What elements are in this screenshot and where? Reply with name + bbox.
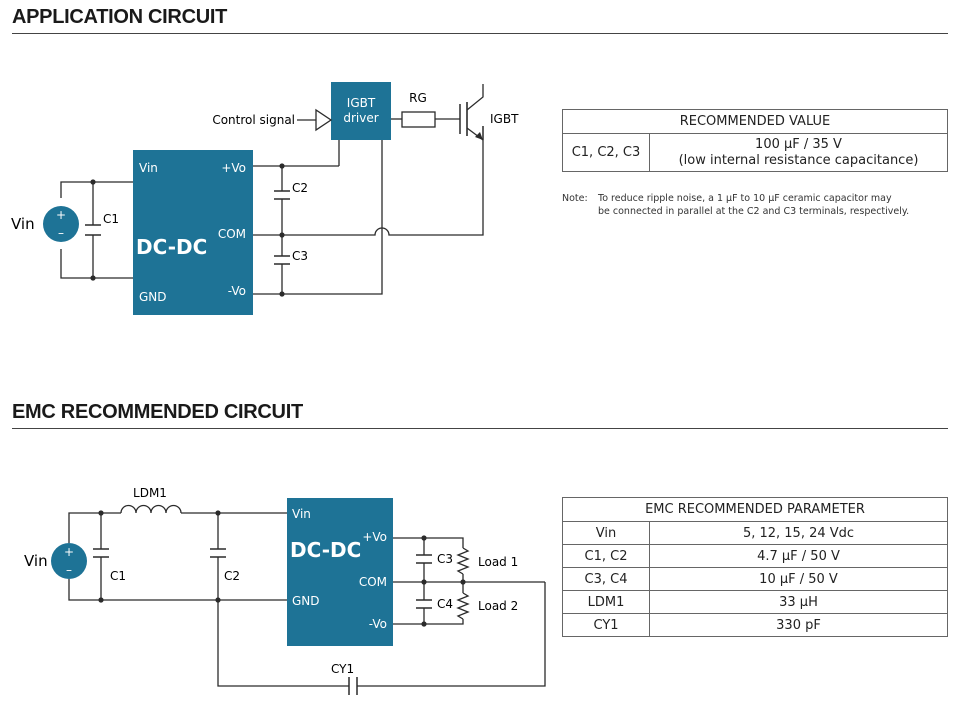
igbt-driver-block [331, 82, 391, 140]
emc-vin-source-label: Vin [24, 552, 48, 570]
emc-output-wires [393, 535, 545, 627]
value-line-1: 100 µF / 35 V [755, 136, 842, 152]
emc-module-pin-vo-pos: +Vo [362, 530, 387, 544]
capacitor-c1 [85, 224, 101, 236]
load1-label: Load 1 [478, 555, 518, 569]
control-signal-label: Control signal [212, 113, 295, 127]
rg-label: RG [409, 91, 427, 105]
application-circuit-title: APPLICATION CIRCUIT [12, 6, 228, 28]
table-header: RECOMMENDED VALUE [562, 109, 948, 134]
ldm1-label: LDM1 [133, 486, 167, 500]
table-row: LDM1 33 µH [562, 590, 948, 614]
note-line-1: To reduce ripple noise, a 1 µF to 10 µF … [598, 193, 892, 204]
emc-vin-source-symbol: + – [51, 543, 87, 579]
igbt-driver-label-line2: driver [343, 111, 378, 125]
module-name: DC-DC [136, 235, 207, 259]
table-cell-param: C3, C4 [562, 567, 650, 591]
title-underline [12, 428, 948, 429]
emc-input-wires [68, 510, 546, 687]
load1-resistor [456, 547, 470, 575]
gate-resistor-rg [391, 111, 460, 128]
module-pin-vin: Vin [139, 161, 158, 175]
cy1-label: CY1 [331, 662, 354, 676]
table-cell-param: LDM1 [562, 590, 650, 614]
load2-resistor [456, 592, 470, 620]
note-text: To reduce ripple noise, a 1 µF to 10 µF … [598, 193, 958, 218]
input-wires [60, 179, 133, 281]
module-pin-vo-pos: +Vo [221, 161, 246, 175]
vin-source-label: Vin [11, 215, 35, 233]
emc-capacitor-c1 [93, 548, 109, 558]
emc-c2-label: C2 [224, 569, 240, 583]
table-row: C1, C2, C3 100 µF / 35 V (low internal r… [562, 133, 948, 172]
table-cell-param: Vin [562, 521, 650, 545]
value-line-2: (low internal resistance capacitance) [678, 152, 919, 168]
table-cell-param: C1, C2, C3 [562, 133, 650, 172]
svg-text:+: + [56, 208, 66, 222]
table-cell-param: CY1 [562, 613, 650, 637]
emc-c1-label: C1 [110, 569, 126, 583]
emc-c3-label: C3 [437, 552, 453, 566]
note-line-2: be connected in parallel at the C2 and C… [598, 205, 910, 217]
emc-module-pin-vo-neg: -Vo [369, 617, 387, 631]
module-pin-com: COM [218, 227, 246, 241]
dc-dc-module [133, 150, 253, 315]
emc-capacitor-c2 [210, 548, 226, 558]
table-row: C3, C4 10 µF / 50 V [562, 567, 948, 591]
c3-label: C3 [292, 249, 308, 263]
emc-module-pin-com: COM [359, 575, 387, 589]
table-cell-value: 10 µF / 50 V [649, 567, 948, 591]
table-cell-value: 330 pF [649, 613, 948, 637]
emc-capacitor-c4 [416, 599, 432, 609]
module-pin-vo-neg: -Vo [228, 284, 246, 298]
title-underline [12, 33, 948, 34]
capacitor-cy1 [348, 677, 358, 695]
capacitor-c3 [274, 255, 290, 265]
emc-module-name: DC-DC [290, 538, 361, 562]
svg-text:+: + [64, 545, 74, 559]
table-row: Vin 5, 12, 15, 24 Vdc [562, 521, 948, 545]
capacitor-c2 [274, 190, 290, 200]
igbt-driver-label-line1: IGBT [347, 96, 376, 110]
output-wires [253, 126, 484, 297]
table-cell-value: 33 µH [649, 590, 948, 614]
buffer-symbol [297, 108, 333, 132]
igbt-symbol [459, 84, 484, 141]
svg-text:–: – [58, 226, 64, 240]
note-label: Note: [562, 193, 588, 204]
emc-module-pin-vin: Vin [292, 507, 311, 521]
table-cell-value: 4.7 µF / 50 V [649, 544, 948, 568]
table-cell-value: 5, 12, 15, 24 Vdc [649, 521, 948, 545]
table-header: EMC RECOMMENDED PARAMETER [562, 497, 948, 522]
recommended-value-table: RECOMMENDED VALUE C1, C2, C3 100 µF / 35… [562, 109, 948, 172]
svg-text:–: – [66, 563, 72, 577]
emc-c4-label: C4 [437, 597, 453, 611]
table-cell-value: 100 µF / 35 V (low internal resistance c… [649, 133, 948, 172]
emc-dc-dc-module [287, 498, 393, 646]
vin-source-symbol: + – [43, 206, 79, 242]
emc-capacitor-c3 [416, 554, 432, 564]
load2-label: Load 2 [478, 599, 518, 613]
c2-label: C2 [292, 181, 308, 195]
c1-label: C1 [103, 212, 119, 226]
igbt-label: IGBT [490, 112, 519, 126]
module-pin-gnd: GND [139, 290, 167, 304]
inductor-ldm1 [120, 504, 182, 514]
table-row: C1, C2 4.7 µF / 50 V [562, 544, 948, 568]
table-cell-param: C1, C2 [562, 544, 650, 568]
emc-module-pin-gnd: GND [292, 594, 320, 608]
table-row: CY1 330 pF [562, 613, 948, 637]
emc-circuit-title: EMC RECOMMENDED CIRCUIT [12, 401, 303, 423]
emc-parameter-table: EMC RECOMMENDED PARAMETER Vin 5, 12, 15,… [562, 497, 948, 637]
